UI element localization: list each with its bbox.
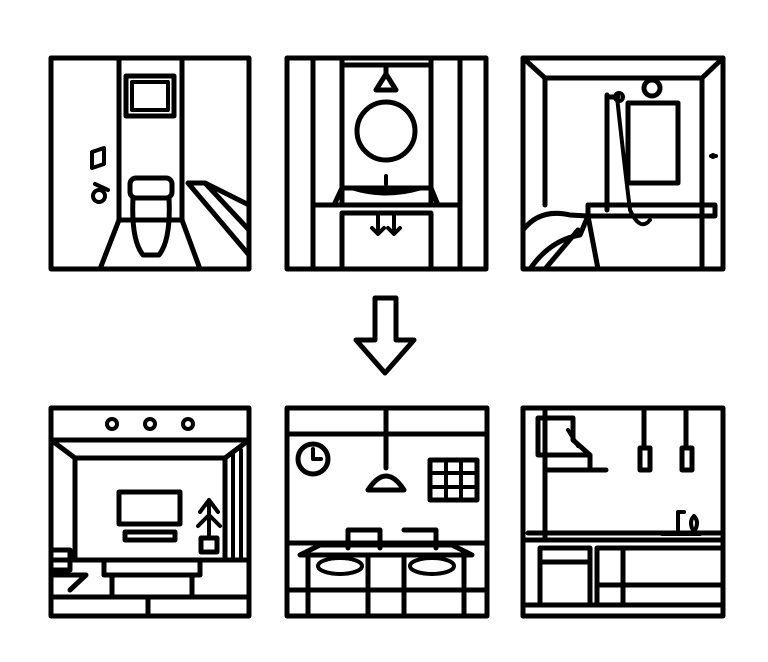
bathroom-icon [520,55,726,272]
kitchen-icon [520,405,726,619]
toilet-room-icon [48,55,252,272]
dining-room-icon [284,405,490,619]
washroom-icon [284,55,489,272]
down-arrow-icon [353,295,417,376]
living-room-icon [48,405,252,619]
